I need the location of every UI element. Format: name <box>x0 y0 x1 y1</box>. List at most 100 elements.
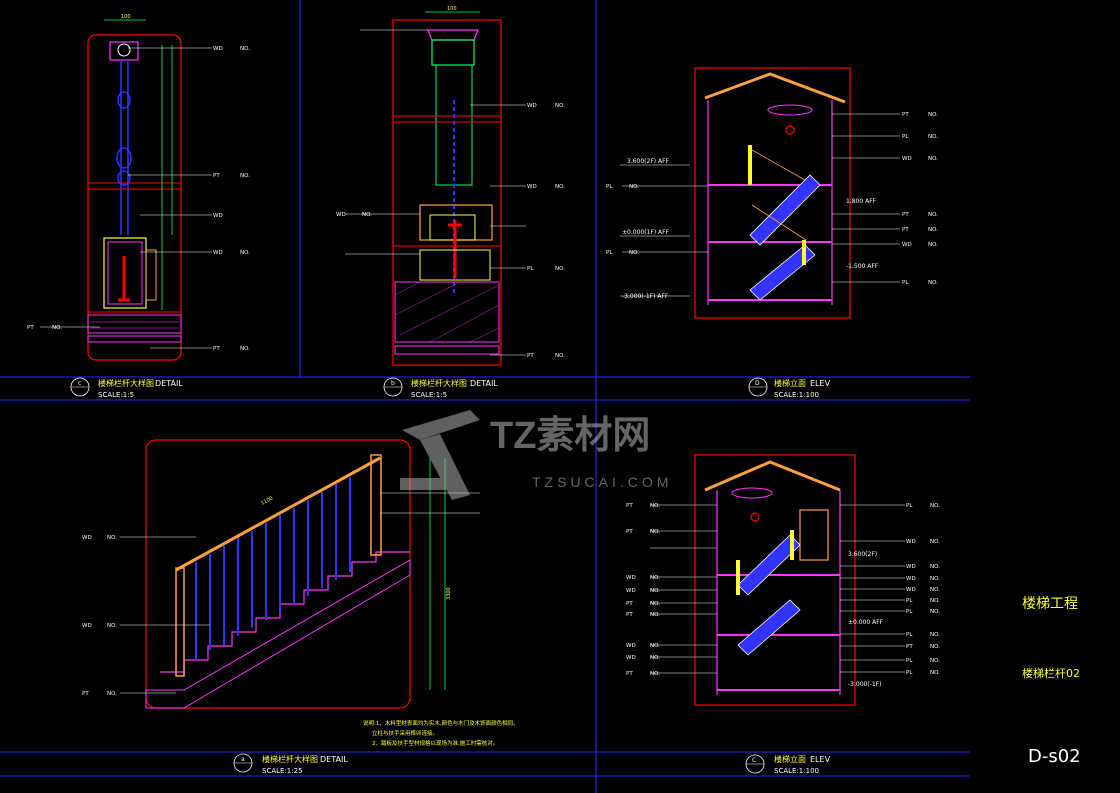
tag-wd: WD <box>213 250 223 256</box>
tag-no: NO. <box>107 623 117 629</box>
panel-2-marker: b <box>391 380 395 387</box>
panel-2-title-en: DETAIL <box>470 379 498 388</box>
level-1f: ±0.000 AFF <box>848 619 884 626</box>
tag-no: NO. <box>555 184 565 190</box>
tag-pl: PL <box>906 670 913 676</box>
panel-1-baluster-detail: 100 <box>27 14 250 399</box>
tag-wd: WD <box>336 212 346 218</box>
tag-no: NO. <box>107 691 117 697</box>
tag-pl: PL <box>906 609 913 615</box>
tag-pt: PT <box>27 325 34 331</box>
level-1f: ±0.000(1F) AFF <box>622 229 670 236</box>
tag-no: NO. <box>930 576 940 582</box>
tag-pl: PL <box>527 266 534 272</box>
tag-no: NO. <box>362 212 372 218</box>
tag-no: NO. <box>52 325 62 331</box>
tag-pt: PT <box>213 173 220 179</box>
tag-wd: WD <box>902 242 912 248</box>
tag-no: NO. <box>930 587 940 593</box>
tag-no: NO. <box>650 503 660 509</box>
panel-3-stair-elevation: 3.600(2F) AFF ±0.000(1F) AFF -3.000(-1F)… <box>606 67 938 399</box>
level-2f: 3.600(2F) AFF <box>627 158 670 165</box>
panel-5-stair-elevation: 3.600(2F) ±0.000 AFF -3.000(-1F) PT NO. … <box>626 454 940 775</box>
panel-3-title-en: ELEV <box>810 379 831 388</box>
panel-1-top-dim: 100 <box>121 14 131 20</box>
tag-wd: WD <box>906 564 916 570</box>
watermark: TZ素材网 TZSUCAI.COM <box>400 410 672 500</box>
panel-1-title: 楼梯栏杆大样图 <box>98 378 154 388</box>
tag-no: NO. <box>930 670 940 676</box>
watermark-logo-icon <box>400 410 480 500</box>
tag-wd: WD <box>906 576 916 582</box>
tag-no: NO. <box>240 173 250 179</box>
tag-no: NO. <box>928 212 938 218</box>
tag-no: NO. <box>107 535 117 541</box>
tag-no: NO. <box>650 643 660 649</box>
tag-wd: WD <box>213 46 223 52</box>
panel-5-marker: C <box>752 757 756 764</box>
tag-pl: PL <box>606 250 613 256</box>
panel-2-scale: SCALE:1:5 <box>411 391 447 399</box>
tag-no: NO. <box>650 612 660 618</box>
title-block: 楼梯工程 楼梯栏杆02 D-s02 <box>1022 596 1081 767</box>
panel-4-railing-elevation: 3300 1100 WD NO. WD NO. PT NO. 说明:1、木料型材… <box>82 439 519 775</box>
panel-4-stair-dim: 3300 <box>446 587 452 600</box>
tag-pt: PT <box>902 212 909 218</box>
tag-no: NO. <box>928 227 938 233</box>
tag-no: NO. <box>930 539 940 545</box>
panel-5-title: 楼梯立面 <box>774 754 806 764</box>
tag-pl: PL <box>902 280 909 286</box>
panel-2-post-detail: 100 WD <box>336 6 565 399</box>
note-3: 2、踏板及扶手型材规格以现场为准,施工时需核对。 <box>372 739 498 747</box>
tag-pl: PL <box>906 658 913 664</box>
note-1: 说明:1、木料型材表面均为实木,颜色与木门及木饰面颜色相同。 <box>363 719 519 727</box>
tag-wd: WD <box>626 643 636 649</box>
panel-4-title: 楼梯栏杆大样图 <box>262 754 318 764</box>
panel-5-scale: SCALE:1:100 <box>774 767 819 775</box>
panel-4-scale: SCALE:1:25 <box>262 767 303 775</box>
tag-no: NO. <box>928 134 938 140</box>
tag-no: NO. <box>650 671 660 677</box>
tag-pt: PT <box>213 346 220 352</box>
note-2: 立柱与扶手采用榫卯连接。 <box>372 729 438 737</box>
tag-wd: WD <box>82 535 92 541</box>
tag-wd: WD <box>906 539 916 545</box>
tag-no: NO. <box>928 242 938 248</box>
tag-wd: WD <box>213 213 223 219</box>
tag-wd: WD <box>527 103 537 109</box>
tag-no: NO. <box>629 184 639 190</box>
tag-wd: WD <box>626 588 636 594</box>
tag-wd: WD <box>527 184 537 190</box>
tag-pl: PL <box>906 632 913 638</box>
sheet-number: D-s02 <box>1028 746 1081 767</box>
tag-no: NO. <box>650 588 660 594</box>
project-name: 楼梯工程 <box>1022 596 1078 612</box>
sheet-grid <box>0 0 970 793</box>
watermark-text: TZ素材网 <box>490 415 650 457</box>
panel-4-marker: a <box>241 756 245 763</box>
tag-no: NO. <box>930 564 940 570</box>
tag-no: NO. <box>240 46 250 52</box>
tag-pt: PT <box>626 671 633 677</box>
watermark-url: TZSUCAI.COM <box>532 474 672 490</box>
panel-3-marker: D <box>755 380 760 387</box>
panel-2-frame <box>392 19 502 366</box>
tag-wd: WD <box>906 587 916 593</box>
tag-no: NO. <box>240 346 250 352</box>
tag-no: NO. <box>650 529 660 535</box>
tag-pl: PL <box>906 503 913 509</box>
panel-5-frame <box>694 454 856 706</box>
tag-no: NO. <box>930 503 940 509</box>
tag-no: NO. <box>928 280 938 286</box>
tag-wd: WD <box>626 575 636 581</box>
tag-no: NO. <box>930 609 940 615</box>
panel-4-title-en: DETAIL <box>320 755 348 764</box>
panel-1-scale: SCALE:1:5 <box>98 391 134 399</box>
tag-pt: PT <box>626 503 633 509</box>
panel-3-frame <box>694 67 851 319</box>
tag-pl: PL <box>906 598 913 604</box>
tag-pt: PT <box>902 227 909 233</box>
panel-2-title: 楼梯栏杆大样图 <box>411 378 467 388</box>
tag-no: NO. <box>930 658 940 664</box>
